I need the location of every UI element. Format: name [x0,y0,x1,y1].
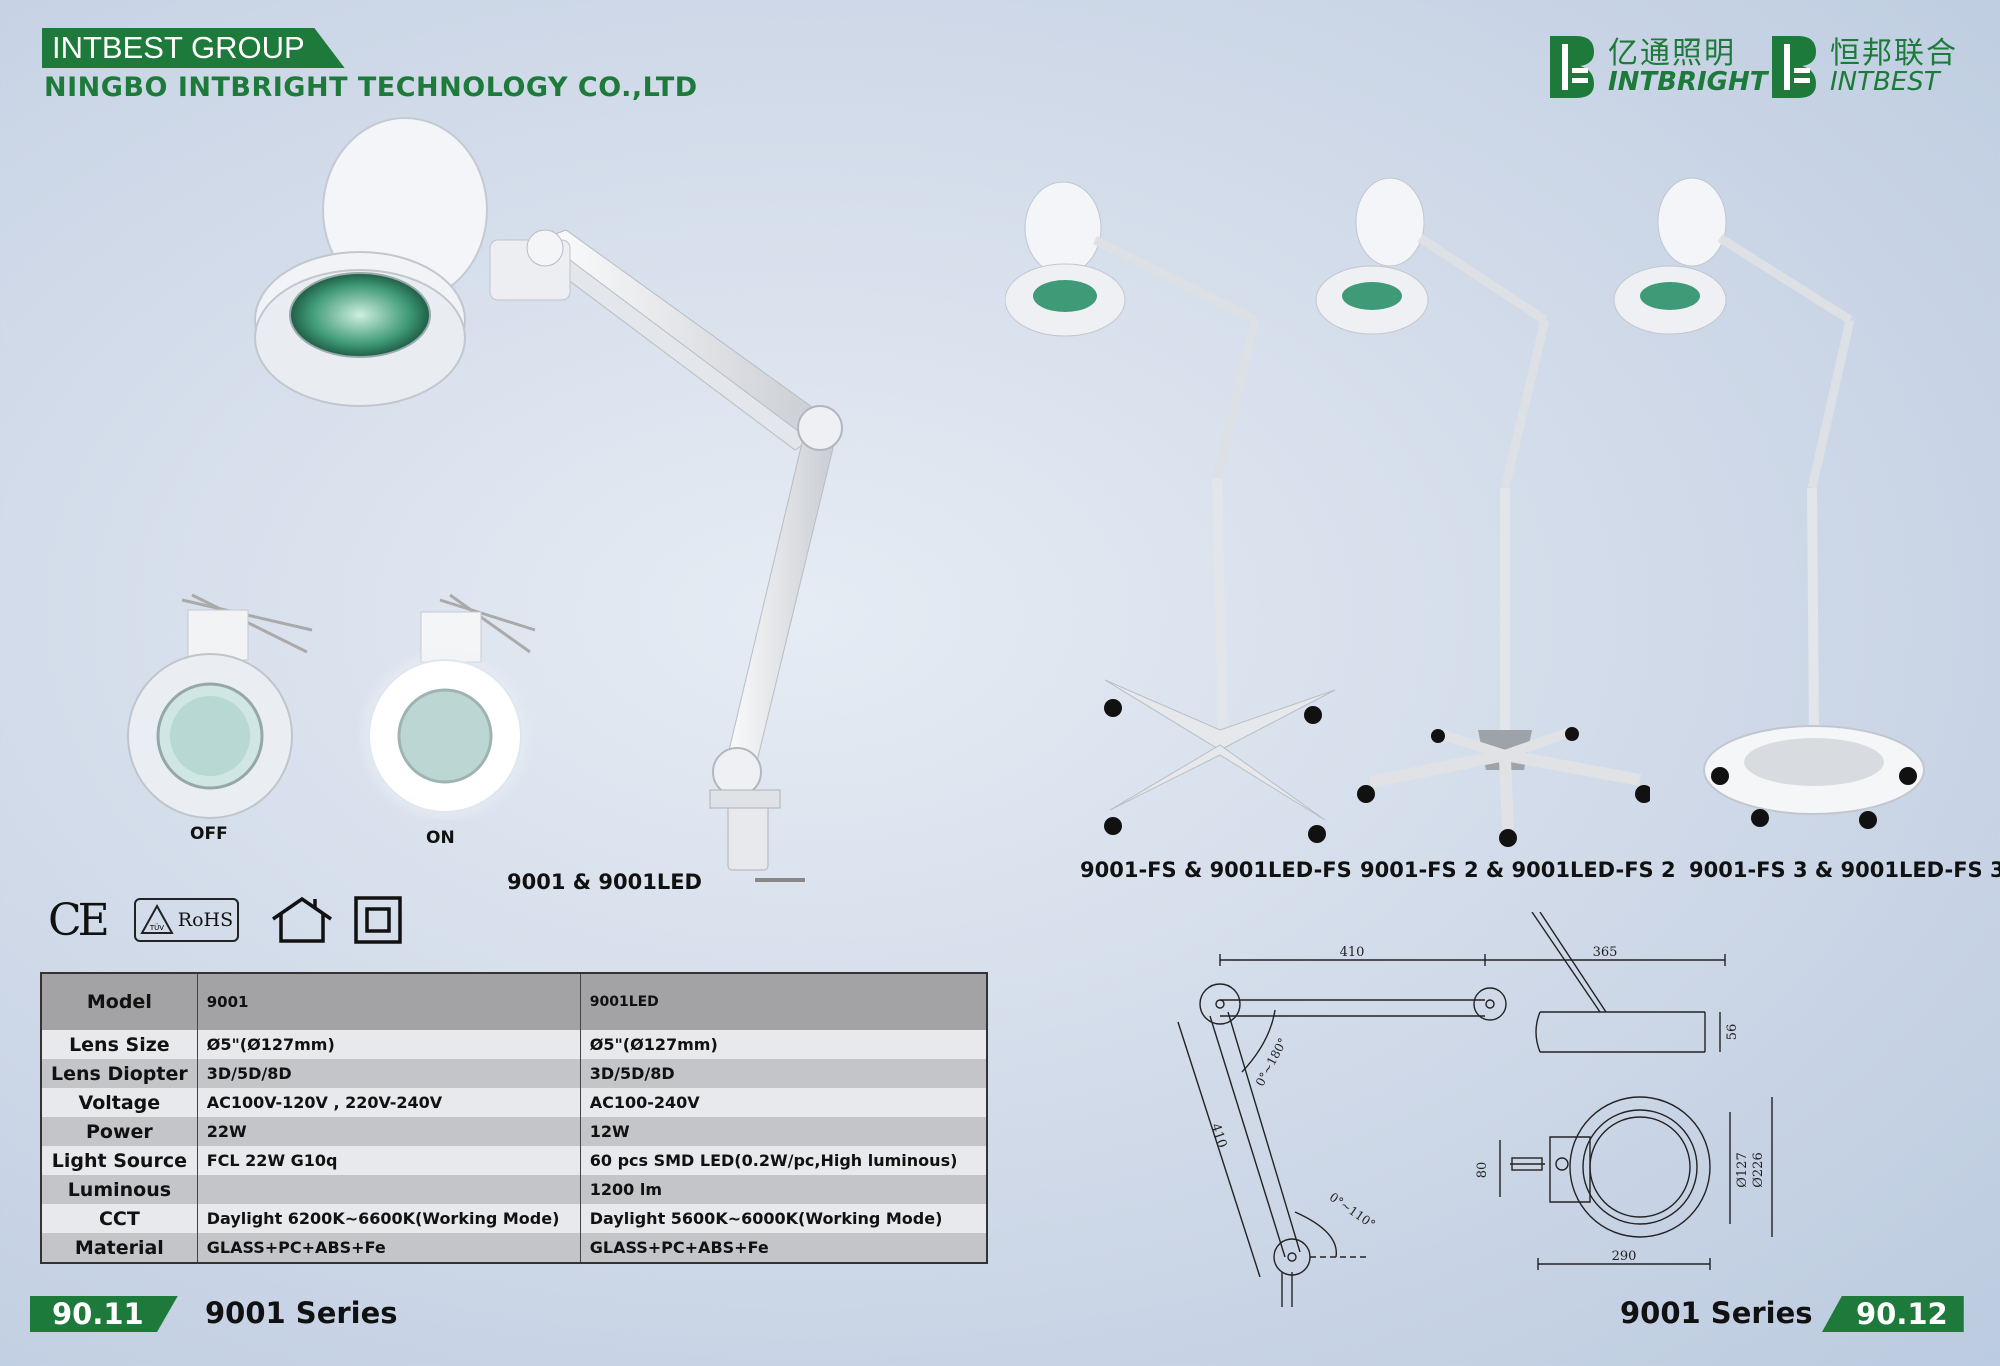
lamp-off-detail-image [127,593,313,819]
logo2-en: INTBEST [1830,67,1940,98]
spec-key: Lens Size [41,1030,198,1059]
main-product-label: 9001 & 9001LED [507,870,702,894]
spec-key: Luminous [41,1175,198,1204]
spec-value-9001: Daylight 6200K~6600K(Working Mode) [197,1204,581,1233]
dim-226: Ø226 [1751,1152,1766,1187]
fs-label: 9001-FS & 9001LED-FS [1080,858,1352,882]
series-title-right: 9001 Series [1620,1296,1813,1330]
spec-value-9001: 22W [197,1117,581,1146]
lamp-on-detail-image [355,593,536,820]
dim-410-side: 410 [1207,1122,1229,1150]
spec-value-9001led: GLASS+PC+ABS+Fe [580,1233,988,1263]
page-number-right: 90.12 [1822,1296,1964,1332]
spec-row: Luminous 1200 lm [41,1175,988,1204]
spec-value-9001led: 12W [580,1117,988,1146]
spec-row: Voltage AC100V-120V , 220V-240V AC100-24… [41,1088,988,1117]
floor-stand-fs3-image [1613,177,1925,829]
certification-row: CE TÜV RoHS [48,894,403,946]
dim-56: 56 [1725,1024,1740,1041]
tuv-triangle-icon: TÜV [140,903,174,934]
spec-key: Voltage [41,1088,198,1117]
spec-value-9001: FCL 22W G10q [197,1146,581,1175]
on-label: ON [426,828,455,848]
angle-110: 0°~110° [1327,1190,1378,1232]
series-title-left: 9001 Series [205,1296,398,1330]
spec-row: CCT Daylight 6200K~6600K(Working Mode) D… [41,1204,988,1233]
spec-header-9001led: 9001LED [580,973,988,1030]
spec-key: Material [41,1233,198,1263]
spec-value-9001 [197,1175,581,1204]
spec-row: Material GLASS+PC+ABS+Fe GLASS+PC+ABS+Fe [41,1233,988,1263]
floor-stand-fs2-image [1315,177,1650,847]
spec-key: Light Source [41,1146,198,1175]
spec-row: Power 22W 12W [41,1117,988,1146]
group-tag: INTBEST GROUP [42,28,345,68]
spec-value-9001: AC100V-120V , 220V-240V [197,1088,581,1117]
dim-80: 80 [1475,1162,1490,1179]
spec-key: Power [41,1117,198,1146]
angle-180: 0°~180° [1253,1036,1290,1089]
ib-logo-icon [1550,36,1594,98]
spec-value-9001led: Ø5"(Ø127mm) [580,1030,988,1059]
svg-text:TÜV: TÜV [149,923,164,932]
spec-value-9001led: 60 pcs SMD LED(0.2W/pc,High luminous) [580,1146,988,1175]
spec-value-9001: 3D/5D/8D [197,1059,581,1088]
dim-290: 290 [1612,1249,1637,1264]
technical-drawing: 410 365 56 410 0°~180° 0°~110° 80 Ø127 Ø… [1177,912,1773,1307]
spec-value-9001led: 3D/5D/8D [580,1059,988,1088]
dim-127: Ø127 [1735,1152,1750,1187]
company-name: NINGBO INTBRIGHT TECHNOLOGY CO.,LTD [44,72,698,103]
dim-410-top: 410 [1340,945,1365,960]
page-number-left: 90.11 [30,1296,178,1332]
floor-stand-fs-image [1005,181,1336,843]
spec-key: CCT [41,1204,198,1233]
spec-value-9001led: AC100-240V [580,1088,988,1117]
spec-row: Lens Diopter 3D/5D/8D 3D/5D/8D [41,1059,988,1088]
desk-magnifier-lamp-image [254,117,843,882]
spec-table: Model 9001 9001LED Lens Size Ø5"(Ø127mm)… [40,972,988,1264]
spec-value-9001: GLASS+PC+ABS+Fe [197,1233,581,1263]
logo1-en: INTBRIGHT [1608,67,1768,98]
spec-value-9001led: Daylight 5600K~6000K(Working Mode) [580,1204,988,1233]
class-ii-icon [354,896,402,944]
fs2-label: 9001-FS 2 & 9001LED-FS 2 [1360,858,1676,882]
intbright-logo: 亿通照明 INTBRIGHT [1546,32,1768,102]
off-label: OFF [190,824,228,844]
spec-value-9001led: 1200 lm [580,1175,988,1204]
dim-365: 365 [1593,945,1618,960]
spec-row: Light Source FCL 22W G10q 60 pcs SMD LED… [41,1146,988,1175]
rohs-text: RoHS [177,909,234,931]
indoor-use-icon [272,896,333,943]
spec-value-9001: Ø5"(Ø127mm) [197,1030,581,1059]
logo2-cn: 恒邦联合 [1830,35,1958,71]
ce-mark-icon: CE [48,894,110,946]
spec-header-9001: 9001 [197,973,581,1030]
ib-logo-icon [1772,36,1816,98]
logo1-cn: 亿通照明 [1608,35,1736,71]
spec-key: Lens Diopter [41,1059,198,1088]
fs3-label: 9001-FS 3 & 9001LED-FS 3 [1689,858,2000,882]
spec-header-row: Model 9001 9001LED [41,973,988,1030]
spec-row: Lens Size Ø5"(Ø127mm) Ø5"(Ø127mm) [41,1030,988,1059]
spec-header-key: Model [41,973,198,1030]
tuv-rohs-icon: TÜV RoHS [133,898,240,942]
intbest-logo: 恒邦联合 INTBEST [1768,32,1958,102]
